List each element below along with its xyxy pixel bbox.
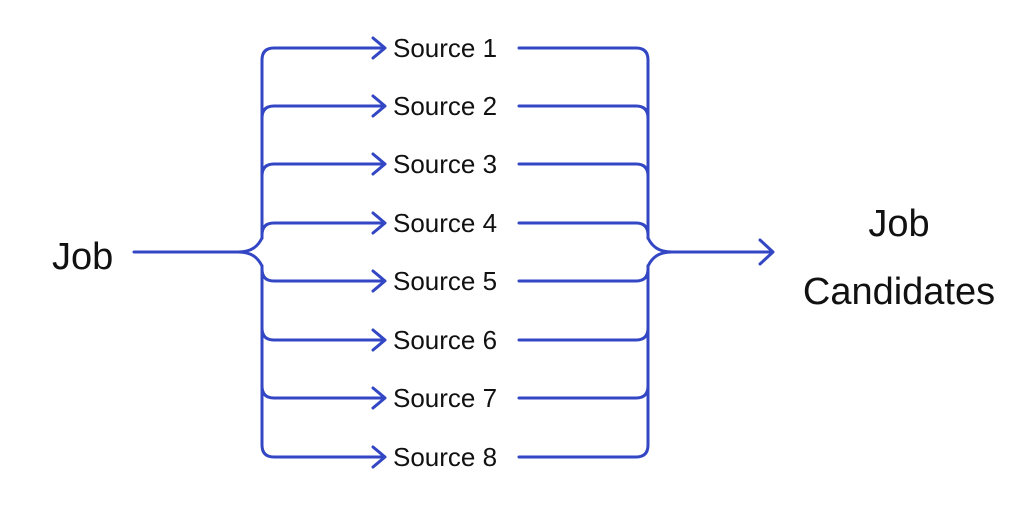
branch-in-7 bbox=[260, 264, 386, 400]
branch-out-2 bbox=[517, 104, 650, 240]
connector-wires bbox=[132, 36, 775, 469]
branch-in-arrowhead-3 bbox=[371, 152, 387, 176]
branch-in-arrowhead-8 bbox=[371, 445, 387, 469]
source-label-3: Source 3 bbox=[393, 149, 497, 179]
source-label-4: Source 4 bbox=[393, 208, 497, 238]
branch-in-5 bbox=[260, 264, 386, 283]
branch-out-8 bbox=[517, 264, 650, 459]
branch-in-arrowhead-5 bbox=[371, 269, 387, 293]
input-split-lower bbox=[236, 250, 264, 268]
branch-in-2 bbox=[260, 104, 386, 240]
source-labels: Source 1 Source 2 Source 3 Source 4 Source 5… bbox=[393, 33, 497, 472]
branch-in-arrowhead-2 bbox=[371, 94, 387, 118]
branch-in-6 bbox=[260, 264, 386, 342]
branch-out-6 bbox=[517, 264, 650, 342]
source-label-2: Source 2 bbox=[393, 91, 497, 121]
source-label-8: Source 8 bbox=[393, 442, 497, 472]
output-arrowhead bbox=[758, 238, 775, 266]
branch-in-arrowhead-4 bbox=[371, 211, 387, 235]
source-label-6: Source 6 bbox=[393, 325, 497, 355]
branch-in-arrowhead-6 bbox=[371, 328, 387, 352]
input-line bbox=[132, 236, 264, 254]
branch-out-3 bbox=[517, 162, 650, 240]
branch-in-arrowhead-1 bbox=[371, 36, 387, 60]
branch-in-8 bbox=[260, 264, 386, 459]
output-line bbox=[646, 236, 774, 254]
input-label-job: Job bbox=[52, 236, 113, 278]
branch-out-4 bbox=[517, 221, 650, 240]
branch-out-7 bbox=[517, 264, 650, 400]
output-label-line-2: Candidates bbox=[803, 271, 995, 313]
source-label-1: Source 1 bbox=[393, 33, 497, 63]
source-label-7: Source 7 bbox=[393, 383, 497, 413]
branch-in-1 bbox=[260, 46, 386, 240]
branch-out-5 bbox=[517, 264, 650, 283]
branch-in-4 bbox=[260, 221, 386, 240]
branch-in-arrowhead-7 bbox=[371, 386, 387, 410]
source-label-5: Source 5 bbox=[393, 266, 497, 296]
output-label-line-1: Job bbox=[868, 203, 929, 245]
branch-out-1 bbox=[517, 46, 650, 240]
branch-in-3 bbox=[260, 162, 386, 240]
output-join-lower bbox=[646, 250, 674, 268]
